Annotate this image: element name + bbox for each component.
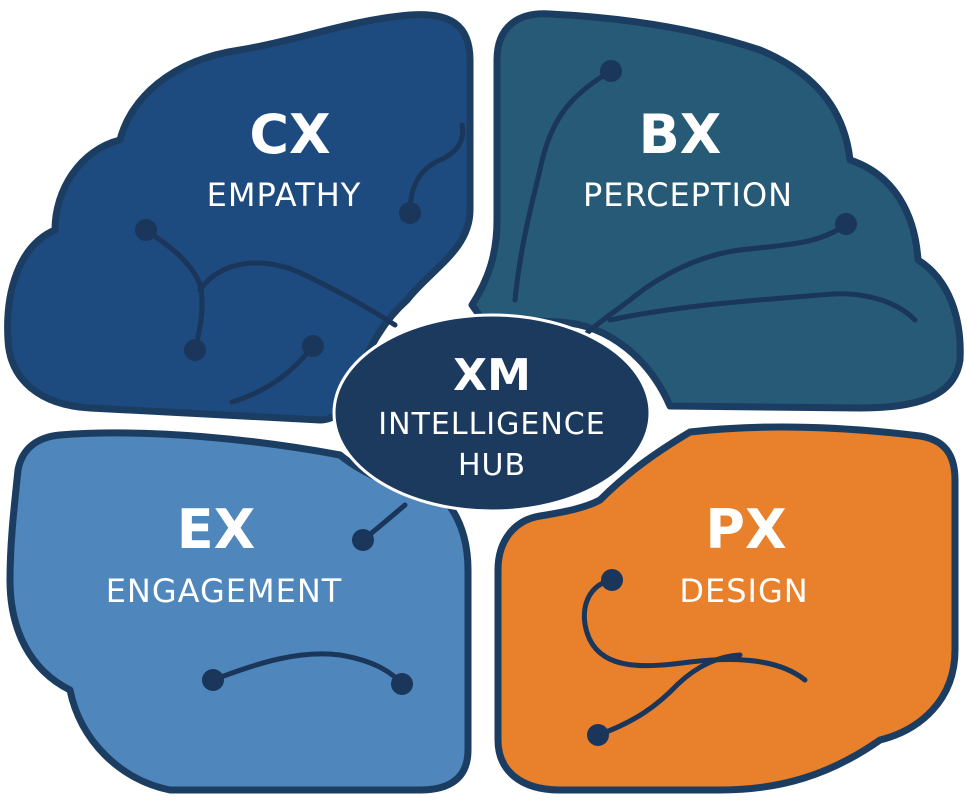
- bx-node: [835, 213, 857, 235]
- bx-circuit-top: [512, 68, 614, 303]
- px-code: PX: [705, 498, 786, 561]
- px-circuit-lower: [595, 652, 743, 738]
- bx-label: PERCEPTION: [583, 176, 793, 214]
- xm-hub[interactable]: XM INTELLIGENCE HUB: [332, 313, 652, 513]
- cx-node: [302, 335, 324, 357]
- px-circuit-hook: [581, 577, 808, 683]
- xm-hub-shape: [332, 313, 652, 513]
- bx-circuit-lower: [607, 291, 918, 323]
- cx-node: [399, 202, 421, 224]
- ex-code: EX: [177, 498, 256, 561]
- ex-node: [352, 529, 374, 551]
- cx-circuit-right: [407, 122, 466, 216]
- bx-code: BX: [639, 103, 722, 166]
- ex-circuit-bottom: [210, 651, 405, 687]
- cx-lobe-shape: [4, 11, 474, 424]
- ex-lobe[interactable]: EX ENGAGEMENT: [6, 429, 472, 794]
- cx-label: EMPATHY: [207, 176, 362, 214]
- px-node: [587, 724, 609, 746]
- ex-lobe-shape: [6, 429, 472, 794]
- xm-hub-line1: INTELLIGENCE: [378, 407, 605, 442]
- px-label: DESIGN: [679, 572, 808, 610]
- cx-node: [184, 339, 206, 361]
- cx-node: [135, 219, 157, 241]
- bx-circuit-right: [582, 221, 849, 338]
- cx-lobe[interactable]: CX EMPATHY: [4, 11, 474, 424]
- px-node: [601, 569, 623, 591]
- xm-hub-line2: HUB: [458, 448, 526, 483]
- xm-hub-title: XM: [453, 350, 531, 401]
- cx-circuit-lower: [229, 343, 316, 405]
- cx-code: CX: [249, 103, 330, 166]
- cx-circuit-branch: [197, 260, 398, 328]
- px-lobe[interactable]: PX DESIGN: [494, 423, 959, 794]
- ex-node: [202, 669, 224, 691]
- ex-label: ENGAGEMENT: [106, 572, 343, 610]
- bx-node: [600, 60, 622, 82]
- px-lobe-shape: [494, 423, 959, 794]
- cx-circuit-left: [143, 227, 205, 353]
- ex-node: [391, 673, 413, 695]
- bx-lobe[interactable]: BX PERCEPTION: [468, 10, 964, 412]
